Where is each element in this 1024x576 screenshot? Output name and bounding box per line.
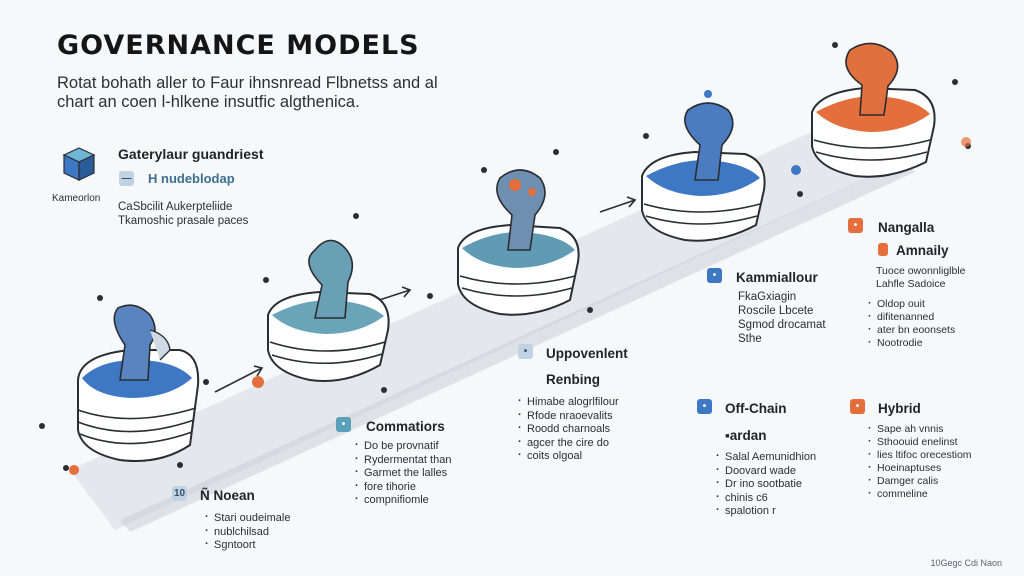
bullet: commeline — [868, 487, 972, 501]
cube-icon — [62, 147, 96, 181]
bullet: Damger calis — [868, 474, 972, 488]
page-title: GOVERNANCE MODELS — [57, 30, 420, 61]
stage-3-subtitle: Renbing — [546, 372, 600, 387]
bullet: Roodd charnoals — [518, 422, 619, 437]
stage-3-bullets: Himabe alogrlfilour Rfode nraoevalits Ro… — [518, 395, 619, 464]
pedestal-5 — [811, 42, 936, 178]
stage-5-subbadge — [878, 243, 888, 256]
stage-2-bullets: Do be provnatif Rydermentat than Garmet … — [355, 439, 451, 508]
hybrid-badge: • — [850, 399, 865, 414]
stage-2-badge: • — [336, 417, 351, 432]
bullet: coits olgoal — [518, 449, 619, 464]
bullet: spalotion r — [716, 504, 816, 519]
accent-doodles — [69, 90, 971, 475]
legend-line: Tkamoshic prasale paces — [118, 215, 249, 227]
offchain-subtitle: ▪ardan — [725, 428, 767, 443]
legend-lines: CaSbcilit Aukerpteliide Tkamoshic prasal… — [118, 200, 248, 228]
hybrid-bullets: Sape ah vnnis Sthoouid enelinst lies lti… — [868, 422, 972, 501]
figure-2 — [308, 239, 354, 319]
bullet: Hoeinaptuses — [868, 461, 972, 475]
bullet: difitenanned — [868, 310, 955, 324]
stage-1-badge: 10 — [172, 486, 187, 501]
bullet: Nootrodie — [868, 336, 955, 350]
pathway-track-shadow — [120, 160, 915, 532]
stage-2-title: Commatiors — [366, 419, 445, 434]
decorative-doodles — [39, 42, 971, 471]
page-subtitle: Rotat bohath aller to Faur ihnsnread Flb… — [57, 74, 438, 111]
offchain-bullets: Salal Aemunidhion Doovard wade Dr ino so… — [716, 450, 816, 519]
pedestal-4 — [641, 102, 766, 242]
offchain-title: Off-Chain — [725, 401, 787, 416]
stage-5-bullets: Oldop ouit difitenanned ater bn eoonsets… — [868, 297, 955, 350]
stage-4-lines: FkaGxiagin Roscile Lbcete Sgmod drocamat… — [738, 290, 826, 346]
bullet: Salal Aemunidhion — [716, 450, 816, 465]
legend-line: CaSbcilit Aukerpteliide — [118, 201, 233, 213]
figure-4 — [684, 102, 734, 181]
legend-badge: — — [119, 171, 134, 186]
bullet: Himabe alogrlfilour — [518, 395, 619, 410]
stage-5-lines: Tuoce owonnliglble Lahfle Sadoice — [876, 265, 966, 291]
line: FkaGxiagin — [738, 291, 797, 303]
bullet: nublchilsad — [205, 525, 290, 540]
line: Sgmod drocamat — [738, 319, 826, 331]
bullet: fore tihorie — [355, 480, 451, 495]
stage-5-badge: • — [848, 218, 863, 233]
stage-3-badge: • — [518, 344, 533, 359]
pedestal-2 — [267, 239, 390, 382]
bullet: Garmet the lalles — [355, 466, 451, 481]
pedestal-3 — [457, 169, 580, 316]
offchain-badge: • — [697, 399, 712, 414]
line: Roscile Lbcete — [738, 305, 814, 317]
stage-1-bullets: Stari oudeimale nublchilsad Sgntoort — [205, 511, 290, 553]
bullet: Stari oudeimale — [205, 511, 290, 526]
bullet: Do be provnatif — [355, 439, 451, 454]
bullet: Doovard wade — [716, 464, 816, 479]
bullet: Sape ah vnnis — [868, 422, 972, 436]
line: Tuoce owonnliglble — [876, 265, 966, 277]
legend-sublabel: H nudeblodap — [148, 171, 235, 186]
bullet: Oldop ouit — [868, 297, 955, 311]
bullet: Sgntoort — [205, 538, 290, 553]
stage-5-title: Nangalla — [878, 220, 935, 235]
figure-5 — [845, 42, 899, 116]
bullet: agcer the cire do — [518, 436, 619, 451]
footer-credit: 10Gegc Cdi Naon — [930, 558, 1002, 568]
stage-1-title: Ñ Noean — [200, 488, 255, 503]
stage-arrows — [214, 196, 637, 393]
line: Lahfle Sadoice — [876, 278, 946, 290]
bullet: Sthoouid enelinst — [868, 435, 972, 449]
stage-5-subtitle: Amnaily — [896, 243, 949, 258]
legend-heading: Gaterylaur guandriest — [118, 146, 264, 162]
hybrid-title: Hybrid — [878, 401, 921, 416]
bullet: compnifiomle — [355, 493, 451, 508]
bullet: ater bn eoonsets — [868, 323, 955, 337]
stage-4-title: Kammiallour — [736, 270, 818, 285]
pedestal-1 — [77, 304, 200, 462]
bullet: Rfode nraoevalits — [518, 409, 619, 424]
bullet: chinis c6 — [716, 491, 816, 506]
bullet: lies ltifoc orecestiom — [868, 448, 972, 462]
stage-3-title: Uppovenlent — [546, 346, 628, 361]
bullet: Rydermentat than — [355, 453, 451, 468]
stage-4-badge: • — [707, 268, 722, 283]
bullet: Dr ino sootbatie — [716, 477, 816, 492]
line: Sthe — [738, 333, 762, 345]
legend-icon-label: Kameorlon — [52, 193, 101, 204]
